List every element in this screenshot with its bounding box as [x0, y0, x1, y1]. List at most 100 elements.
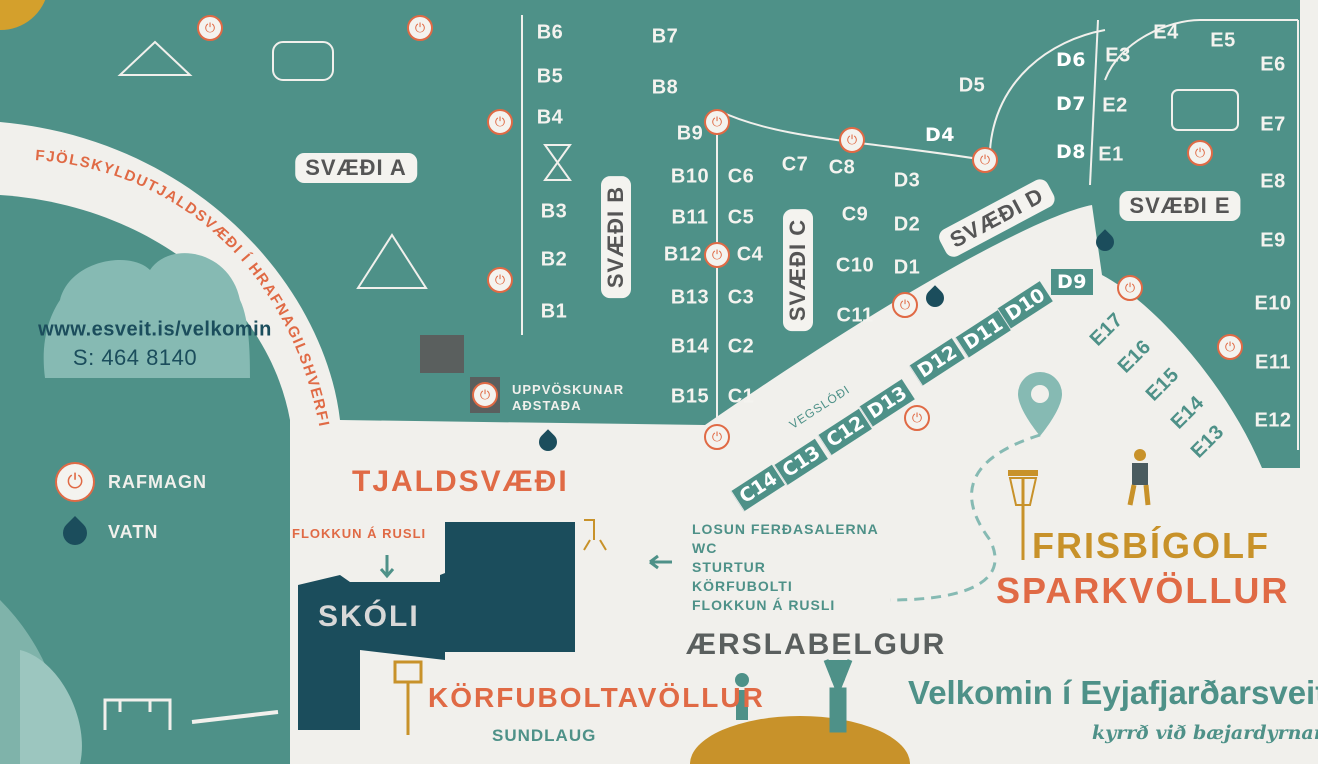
- electricity-icon: ⏻: [487, 267, 513, 293]
- site-b10[interactable]: B10: [670, 165, 710, 188]
- site-e2[interactable]: E2: [1102, 94, 1128, 117]
- electricity-icon: ⏻: [892, 292, 918, 318]
- site-c3[interactable]: C3: [727, 286, 755, 309]
- site-d7[interactable]: D7: [1056, 93, 1086, 115]
- legend-electricity-icon: ⏻: [55, 462, 95, 502]
- tent-icon: [356, 233, 428, 289]
- site-d5[interactable]: D5: [958, 74, 986, 97]
- hill: [690, 716, 910, 764]
- site-e5[interactable]: E5: [1210, 29, 1236, 52]
- phone-number: S: 464 8140: [72, 345, 198, 370]
- site-b5[interactable]: B5: [536, 65, 564, 88]
- person-icon: [735, 673, 749, 687]
- electricity-icon: ⏻: [1187, 140, 1213, 166]
- site-d3[interactable]: D3: [893, 169, 921, 192]
- dishwashing-label: UPPVÖSKUNAR AÐSTAÐA: [512, 382, 625, 413]
- bouncy-pillow-label: ÆRSLABELGUR: [686, 628, 947, 661]
- electricity-icon: ⏻: [972, 147, 998, 173]
- site-d1[interactable]: D1: [893, 256, 921, 279]
- school-label: SKÓLI: [318, 600, 420, 633]
- facility-item: LOSUN FERÐASALERNA: [692, 521, 879, 537]
- unavailable-site-icon: [543, 144, 572, 181]
- electricity-icon: ⏻: [839, 127, 865, 153]
- electricity-icon: ⏻: [704, 242, 730, 268]
- basketball-court-label: KÖRFUBOLTAVÖLLUR: [428, 682, 765, 713]
- disc-golf-basket-icon: [1008, 470, 1038, 476]
- site-c1[interactable]: C1: [727, 385, 755, 408]
- site-e7[interactable]: E7: [1260, 113, 1286, 136]
- arrow-down-icon: [379, 555, 395, 579]
- electricity-icon: ⏻: [704, 109, 730, 135]
- site-c7[interactable]: C7: [781, 153, 809, 176]
- site-b3[interactable]: B3: [540, 200, 568, 223]
- site-e12[interactable]: E12: [1254, 409, 1292, 432]
- site-b2[interactable]: B2: [540, 248, 568, 271]
- site-c8[interactable]: C8: [828, 156, 856, 179]
- electricity-icon: ⏻: [904, 405, 930, 431]
- swimming-pool-label: SUNDLAUG: [492, 726, 597, 745]
- electricity-icon: ⏻: [704, 424, 730, 450]
- shower-icon: [583, 519, 607, 551]
- site-b4[interactable]: B4: [536, 106, 564, 129]
- zone-e-label: SVÆÐI E: [1119, 191, 1241, 221]
- site-d4[interactable]: D4: [925, 124, 955, 146]
- electricity-icon: ⏻: [487, 109, 513, 135]
- zone-b-label: SVÆÐI B: [601, 175, 631, 299]
- swing-icon: [103, 698, 172, 730]
- toilet-icon: [420, 335, 464, 373]
- site-b1[interactable]: B1: [540, 300, 568, 323]
- site-b12[interactable]: B12: [663, 243, 703, 266]
- site-e9[interactable]: E9: [1260, 229, 1286, 252]
- facilities-list: LOSUN FERÐASALERNA WC STURTUR KÖRFUBOLTI…: [692, 520, 879, 615]
- frisbee-golf-label: FRISBÍGOLF: [1032, 525, 1270, 566]
- site-c10[interactable]: C10: [835, 254, 875, 277]
- electricity-icon: ⏻: [1117, 275, 1143, 301]
- site-b8[interactable]: B8: [651, 76, 679, 99]
- motorhome-icon: [1171, 89, 1239, 131]
- site-b15[interactable]: B15: [670, 385, 710, 408]
- site-b14[interactable]: B14: [670, 335, 710, 358]
- recycling-label: FLOKKUN Á RUSLI: [292, 526, 427, 541]
- site-b7[interactable]: B7: [651, 25, 679, 48]
- facility-item: FLOKKUN Á RUSLI: [692, 597, 836, 613]
- site-b13[interactable]: B13: [670, 286, 710, 309]
- electricity-icon: ⏻: [472, 382, 498, 408]
- welcome-title: Velkomin í Eyjafjarðarsveit: [908, 674, 1318, 711]
- site-e4[interactable]: E4: [1153, 21, 1179, 44]
- site-e6[interactable]: E6: [1260, 53, 1286, 76]
- caravan-icon: [272, 41, 334, 81]
- facility-item: KÖRFUBOLTI: [692, 578, 793, 594]
- tent-icon: [117, 40, 193, 76]
- site-e3[interactable]: E3: [1105, 44, 1131, 67]
- electricity-icon: ⏻: [407, 15, 433, 41]
- site-e8[interactable]: E8: [1260, 170, 1286, 193]
- zone-c-label: SVÆÐI C: [783, 208, 813, 332]
- seesaw-icon: [191, 710, 279, 724]
- facility-item: STURTUR: [692, 559, 766, 575]
- site-c2[interactable]: C2: [727, 335, 755, 358]
- site-b6[interactable]: B6: [536, 21, 564, 44]
- site-b9[interactable]: B9: [676, 122, 704, 145]
- legend-water-label: VATN: [108, 522, 159, 542]
- site-e1[interactable]: E1: [1098, 143, 1124, 166]
- site-c9[interactable]: C9: [841, 203, 869, 226]
- site-c4[interactable]: C4: [736, 243, 764, 266]
- electricity-icon: ⏻: [1217, 334, 1243, 360]
- campsite-title: TJALDSVÆÐI: [352, 465, 569, 498]
- zone-a-label: SVÆÐI A: [295, 153, 417, 183]
- legend-electricity-label: RAFMAGN: [108, 472, 207, 492]
- site-b11[interactable]: B11: [671, 206, 709, 229]
- site-d2[interactable]: D2: [893, 213, 921, 236]
- site-e11[interactable]: E11: [1255, 351, 1291, 374]
- site-c5[interactable]: C5: [727, 206, 755, 229]
- location-pin-icon: [1018, 372, 1062, 436]
- site-d9[interactable]: D9: [1051, 269, 1093, 295]
- site-c11[interactable]: C11: [836, 304, 874, 327]
- site-c6[interactable]: C6: [727, 165, 755, 188]
- site-d6[interactable]: D6: [1056, 49, 1086, 71]
- site-d8[interactable]: D8: [1056, 141, 1086, 163]
- facility-item: WC: [692, 540, 718, 556]
- site-e10[interactable]: E10: [1254, 292, 1292, 315]
- website-link[interactable]: www.esveit.is/velkomin: [38, 318, 272, 341]
